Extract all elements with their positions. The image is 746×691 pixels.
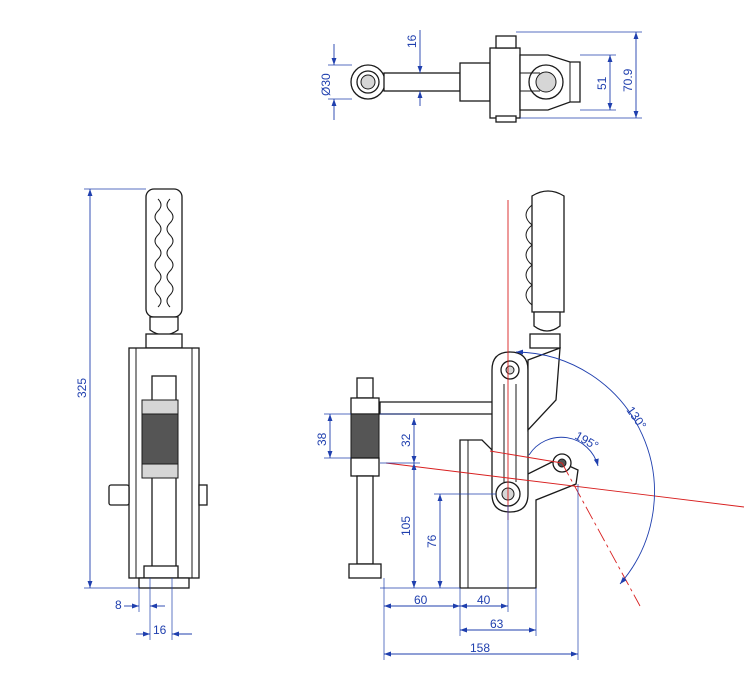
dim-side-38: 38: [315, 432, 329, 446]
side-handle-collar: [533, 311, 561, 332]
front-spindle-foot: [143, 565, 179, 579]
dim-angle-195: 195°: [573, 428, 602, 453]
spindle-end-core: [360, 74, 376, 90]
dim-left-325: 325: [75, 378, 89, 398]
front-nut-top: [141, 399, 179, 415]
front-view: [84, 188, 208, 640]
dim-side-32: 32: [399, 433, 413, 447]
dim-top-diameter: Ø30: [319, 73, 333, 96]
dim-side-105: 105: [399, 516, 413, 536]
side-nut-bottom: [350, 457, 380, 477]
side-view: [324, 190, 745, 660]
front-handle-ring: [145, 333, 183, 349]
side-spindle-foot: [348, 563, 382, 579]
top-bolt-tail: [495, 115, 517, 123]
dim-angle-130: 130°: [624, 404, 650, 433]
dim-side-60: 60: [414, 593, 428, 607]
dim-side-158: 158: [470, 641, 490, 655]
top-view: [328, 30, 642, 123]
top-body-main: [489, 47, 521, 119]
side-spindle-top: [356, 377, 374, 399]
dim-left-16: 16: [153, 623, 167, 637]
side-handle-grip: [531, 190, 565, 313]
dim-side-76: 76: [425, 534, 439, 548]
front-handle-grip: [145, 188, 183, 318]
dim-top-70-9: 70.9: [621, 68, 635, 92]
dim-side-63: 63: [490, 617, 504, 631]
top-bolt-head: [495, 35, 517, 49]
dim-top-51: 51: [595, 76, 609, 90]
front-handle-collar: [149, 316, 179, 336]
side-spindle-bottom: [356, 475, 374, 565]
front-nut-bottom: [141, 463, 179, 479]
dim-side-40: 40: [477, 593, 491, 607]
arc-130: [515, 349, 655, 585]
side-sleeve: [350, 413, 380, 459]
dim-top-16: 16: [405, 34, 419, 48]
front-side-bolt: [108, 484, 130, 506]
front-sleeve: [141, 413, 179, 465]
top-arm: [383, 72, 461, 92]
side-nut-top: [350, 397, 380, 415]
front-side-pin: [198, 484, 208, 506]
side-handle-ring: [529, 333, 561, 349]
top-body-block: [459, 62, 491, 102]
side-handle-lever: [527, 347, 561, 432]
front-base: [138, 577, 190, 589]
top-handle-pivot-inner: [535, 71, 557, 93]
dim-left-8: 8: [115, 598, 122, 612]
side-arm: [379, 401, 506, 415]
